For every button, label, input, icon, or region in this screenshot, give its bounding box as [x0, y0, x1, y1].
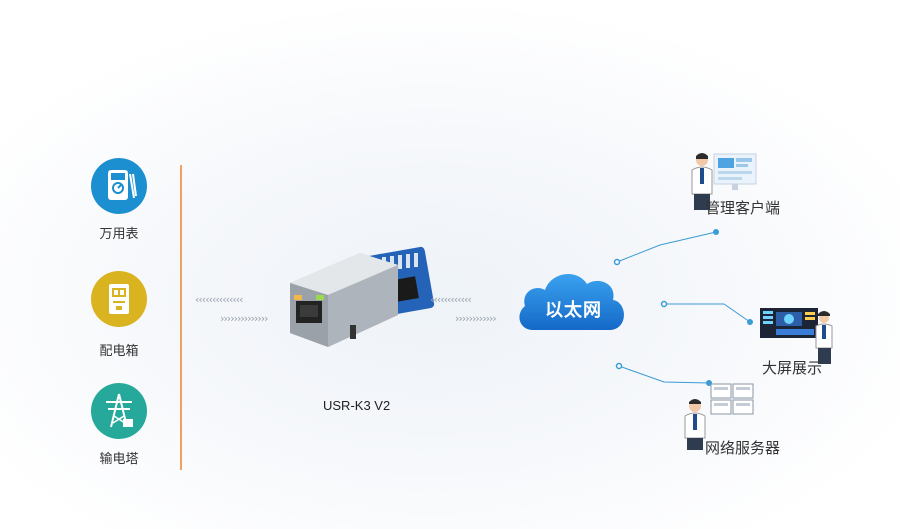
divider-line — [180, 165, 182, 470]
device-label-power-tower: 输电塔 — [99, 451, 139, 466]
data-flow-arrows-left-out: ›››››››››››››› — [220, 312, 269, 325]
ethernet-cloud: 以太网 — [513, 266, 631, 334]
client-label-large-screen: 大屏展示 — [762, 360, 823, 377]
multimeter-icon — [91, 158, 147, 214]
management-client-icon — [686, 150, 760, 217]
data-flow-arrows-mid-out: ›››››››››››› — [455, 312, 497, 325]
data-flow-arrows-mid-in: ‹‹‹‹‹‹‹‹‹‹‹‹ — [430, 293, 472, 306]
module-label: USR-K3 V2 — [323, 398, 391, 413]
device-multimeter — [91, 158, 147, 214]
ethernet-label: 以太网 — [545, 300, 602, 320]
power-tower-icon — [91, 383, 147, 439]
cloud-icon — [519, 273, 624, 330]
device-distribution-box — [91, 271, 147, 327]
usr-k3-module-image — [280, 243, 440, 366]
device-power-tower — [91, 383, 147, 439]
distribution-box-icon — [91, 271, 147, 327]
client-label-network-server: 网络服务器 — [705, 440, 781, 457]
network-server-icon — [683, 378, 755, 455]
data-flow-arrows-left-in: ‹‹‹‹‹‹‹‹‹‹‹‹‹‹ — [195, 293, 244, 306]
device-label-distribution-box: 配电箱 — [99, 343, 139, 358]
device-label-multimeter: 万用表 — [99, 226, 139, 241]
client-label-management: 管理客户端 — [705, 200, 781, 217]
device-list: 万用表 配电箱 输电塔 — [79, 158, 159, 468]
large-screen-display-icon — [760, 308, 834, 369]
